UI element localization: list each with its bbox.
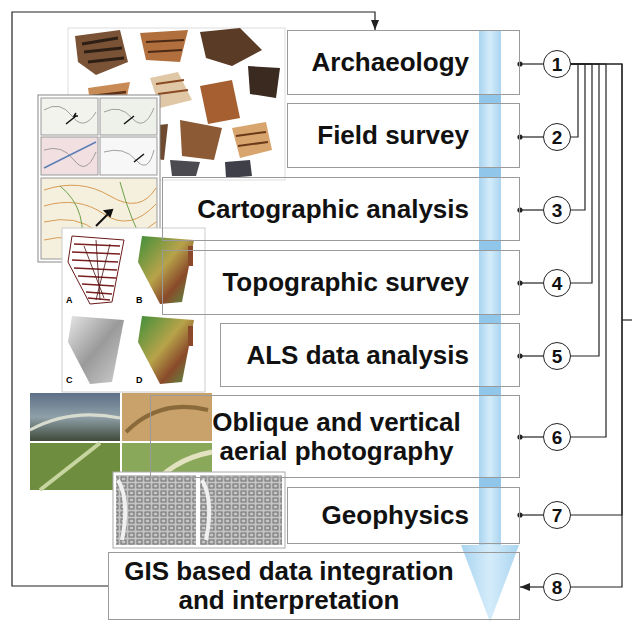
connector	[520, 436, 543, 437]
step-label: Field survey	[317, 121, 469, 150]
callout-number: 1	[552, 55, 563, 74]
connector	[520, 282, 543, 283]
process-box: GIS based data integration and interpret…	[108, 552, 520, 620]
step-number-circle: 6	[543, 423, 571, 451]
step-number-circle: 7	[543, 501, 571, 529]
process-box: Geophysics	[287, 487, 520, 544]
process-box: Topographic survey	[162, 250, 520, 315]
connector	[571, 64, 585, 210]
step-number-circle: 8	[543, 573, 571, 601]
step-label: Cartographic analysis	[197, 195, 469, 224]
connector	[520, 355, 543, 356]
connector	[520, 586, 543, 587]
connector	[571, 64, 578, 137]
process-box: ALS data analysis	[220, 323, 520, 387]
callout-number: 2	[552, 128, 563, 147]
connector	[520, 209, 543, 210]
callout-number: 5	[552, 347, 563, 366]
step-number-circle: 3	[543, 196, 571, 224]
connector	[571, 64, 592, 283]
step-label: Archaeology	[312, 48, 470, 77]
connector	[571, 64, 606, 437]
step-number-circle: 5	[543, 342, 571, 370]
process-box: Oblique and vertical aerial photography	[150, 395, 520, 478]
process-box: Cartographic analysis	[162, 177, 520, 241]
connector	[571, 64, 622, 587]
connector	[520, 63, 543, 64]
flow-arrow	[461, 30, 519, 622]
process-box: Archaeology	[287, 30, 520, 95]
step-label: Topographic survey	[222, 268, 469, 297]
connector	[520, 514, 543, 515]
step-label: Geophysics	[322, 501, 469, 530]
panel-letter: B	[136, 296, 143, 305]
connector	[12, 12, 375, 586]
process-box: Field survey	[287, 103, 520, 168]
terrain-models	[62, 228, 205, 392]
bracket-tick	[622, 319, 632, 320]
step-label: Oblique and vertical aerial photography	[204, 408, 469, 465]
panel-letter: D	[136, 376, 143, 385]
panel-letter: C	[66, 376, 73, 385]
callout-number: 7	[552, 506, 563, 525]
connector	[571, 64, 622, 515]
step-label: ALS data analysis	[246, 341, 469, 370]
connector	[571, 64, 599, 356]
step-number-circle: 2	[543, 123, 571, 151]
geophysics-maps	[113, 472, 285, 548]
callout-number: 8	[552, 578, 563, 597]
connector	[520, 136, 543, 137]
pottery-photo	[68, 28, 285, 180]
callout-number: 3	[552, 201, 563, 220]
step-label: GIS based data integration and interpret…	[119, 557, 459, 614]
panel-letter: A	[66, 296, 73, 305]
callout-number: 4	[552, 274, 563, 293]
callout-number: 6	[552, 428, 563, 447]
step-number-circle: 4	[543, 269, 571, 297]
step-number-circle: 1	[543, 50, 571, 78]
